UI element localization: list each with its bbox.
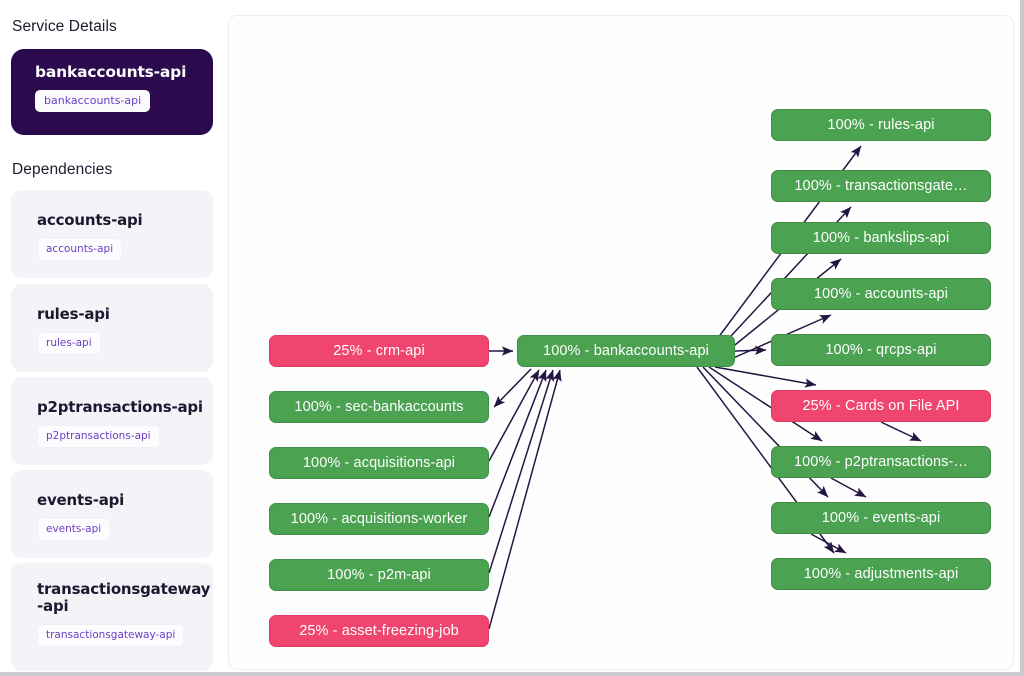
dependency-badge: events-api — [37, 518, 111, 541]
graph-edge — [810, 533, 847, 554]
graph-edge — [830, 477, 867, 498]
graph-edge — [708, 366, 823, 442]
dependency-name: rules-api — [37, 305, 110, 323]
graph-node-qrcps-api[interactable]: 100% - qrcps-api — [771, 334, 991, 366]
graph-node-label: 25% - asset-freezing-job — [299, 623, 459, 639]
graph-node-events-api[interactable]: 100% - events-api — [771, 502, 991, 534]
graph-node-label: 100% - bankaccounts-api — [543, 343, 709, 359]
graph-edge — [488, 369, 562, 630]
graph-node-acquisitions-api[interactable]: 100% - acquisitions-api — [269, 447, 489, 479]
graph-edge — [488, 369, 540, 462]
graph-node-asset-freezing-job[interactable]: 25% - asset-freezing-job — [269, 615, 489, 647]
dependency-badge: p2ptransactions-api — [37, 425, 160, 448]
graph-node-label: 100% - sec-bankaccounts — [294, 399, 464, 415]
graph-edge — [880, 421, 922, 442]
graph-edge — [714, 366, 817, 388]
dependency-badge: transactionsgateway-api — [37, 624, 185, 647]
main-service-name: bankaccounts-api — [35, 63, 187, 81]
graph-node-label: 100% - transactionsgate… — [794, 178, 968, 194]
dependency-badge: rules-api — [37, 332, 101, 355]
graph-node-transactionsgateway[interactable]: 100% - transactionsgate… — [771, 170, 991, 202]
graph-node-bankslips-api[interactable]: 100% - bankslips-api — [771, 222, 991, 254]
main-service-card[interactable]: bankaccounts-api bankaccounts-api — [11, 49, 213, 135]
graph-canvas[interactable]: 100% - bankaccounts-api 25% - crm-api 100%… — [228, 15, 1014, 670]
graph-node-accounts-api[interactable]: 100% - accounts-api — [771, 278, 991, 310]
dependency-name: p2ptransactions-api — [37, 398, 203, 416]
dependency-card[interactable]: rules-api rules-api — [11, 284, 213, 372]
service-details-heading: Service Details — [12, 18, 117, 35]
dependency-card[interactable]: p2ptransactions-api p2ptransactions-api — [11, 377, 213, 465]
graph-node-crm-api[interactable]: 25% - crm-api — [269, 335, 489, 367]
main-service-badge: bankaccounts-api — [35, 90, 151, 112]
graph-edge — [488, 369, 547, 518]
dependencies-heading: Dependencies — [12, 161, 113, 178]
graph-node-label: 100% - acquisitions-worker — [290, 511, 468, 527]
graph-node-label: 100% - p2ptransactions-… — [793, 454, 969, 470]
graph-node-sec-bankaccounts[interactable]: 100% - sec-bankaccounts — [269, 391, 489, 423]
graph-node-label: 25% - crm-api — [333, 343, 425, 359]
dependency-name: accounts-api — [37, 211, 143, 229]
graph-node-label: 100% - accounts-api — [813, 286, 949, 302]
graph-edge — [488, 369, 555, 574]
dependency-card[interactable]: transactionsgateway -api transactionsgate… — [11, 563, 213, 671]
graph-node-label: 100% - qrcps-api — [825, 342, 937, 358]
graph-edge — [734, 345, 767, 356]
dependency-name: transactionsgateway -api — [37, 580, 211, 615]
graph-node-cards-on-file-api[interactable]: 25% - Cards on File API — [771, 390, 991, 422]
graph-node-p2ptransactions-api[interactable]: 100% - p2ptransactions-… — [771, 446, 991, 478]
dependency-card[interactable]: accounts-api accounts-api — [11, 190, 213, 278]
dependency-badge: accounts-api — [37, 238, 123, 261]
graph-edge — [493, 368, 532, 408]
graph-node-label: 25% - Cards on File API — [802, 398, 960, 414]
graph-node-bankaccounts-api[interactable]: 100% - bankaccounts-api — [517, 335, 735, 367]
dependency-card[interactable]: events-api events-api — [11, 470, 213, 558]
graph-node-label: 100% - adjustments-api — [803, 566, 959, 582]
graph-node-label: 100% - bankslips-api — [812, 230, 950, 246]
graph-node-acquisitions-worker[interactable]: 100% - acquisitions-worker — [269, 503, 489, 535]
graph-node-p2m-api[interactable]: 100% - p2m-api — [269, 559, 489, 591]
graph-node-rules-api[interactable]: 100% - rules-api — [771, 109, 991, 141]
dependency-name: events-api — [37, 491, 125, 509]
graph-node-label: 100% - events-api — [821, 510, 941, 526]
graph-node-adjustments-api[interactable]: 100% - adjustments-api — [771, 558, 991, 590]
graph-node-label: 100% - rules-api — [827, 117, 935, 133]
graph-node-label: 100% - p2m-api — [327, 567, 431, 583]
sidebar: Service Details bankaccounts-api bankacc… — [0, 0, 224, 672]
graph-node-label: 100% - acquisitions-api — [302, 455, 456, 471]
